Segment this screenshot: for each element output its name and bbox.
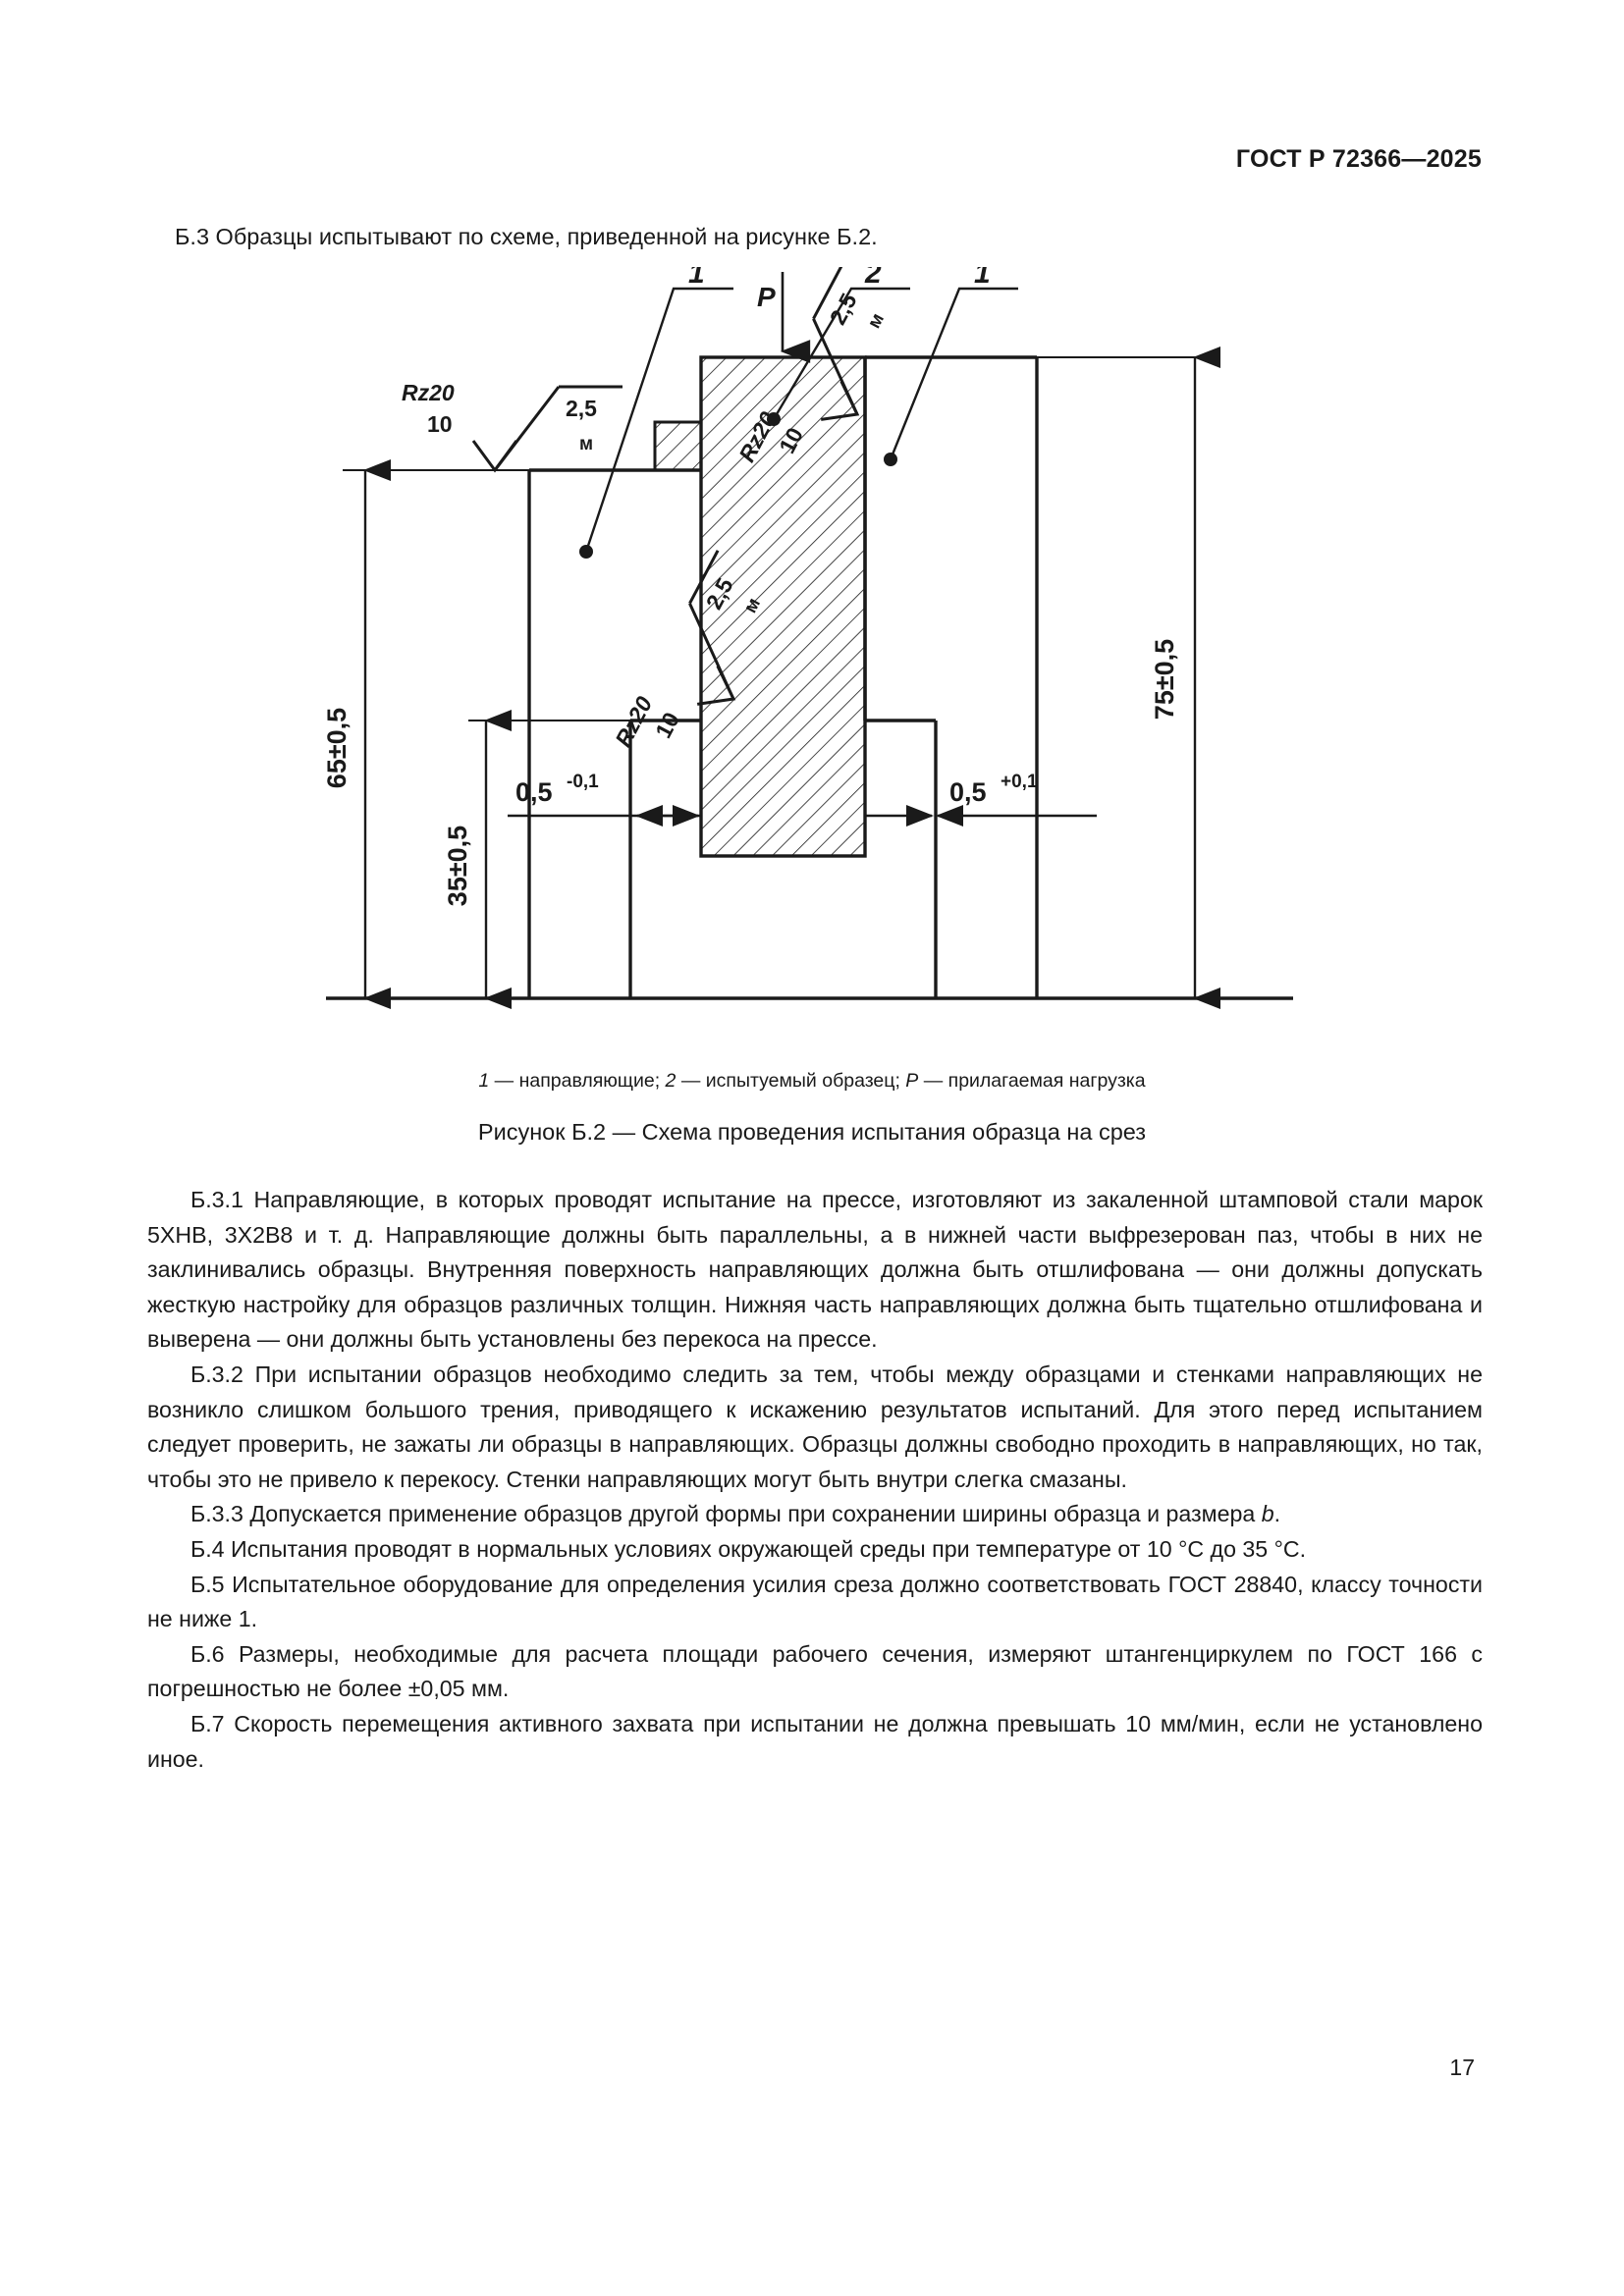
legend-num-p: P bbox=[905, 1070, 919, 1092]
roughness-value-bottom: 10 bbox=[650, 708, 684, 742]
callout-label-1-left: 1 bbox=[688, 267, 705, 290]
dimension-label-75: 75±0,5 bbox=[1150, 639, 1179, 720]
dimension-label-65: 65±0,5 bbox=[322, 708, 352, 788]
page-number: 17 bbox=[1449, 2055, 1475, 2080]
dimension-label-35: 35±0,5 bbox=[443, 826, 472, 906]
figure-b2: P 1 2 1 Rz20 bbox=[0, 267, 1624, 1072]
gap-left-tolerance: -0,1 bbox=[567, 772, 599, 792]
paragraph-b5: Б.5 Испытательное оборудование для опред… bbox=[147, 1571, 1483, 1632]
paragraph-b7: Б.7 Скорость перемещения активного захва… bbox=[147, 1710, 1483, 1772]
body-content: Б.3.1 Направляющие, в которых проводят и… bbox=[147, 1183, 1483, 1777]
legend-num-2: 2 bbox=[665, 1070, 677, 1092]
legend-text-2: — испытуемый образец; bbox=[676, 1070, 906, 1092]
legend-text-1: — направляющие; bbox=[489, 1070, 666, 1092]
paragraph-b33-pre: Б.3.3 Допускается применение образцов др… bbox=[190, 1501, 1262, 1527]
paragraph-b33-post: . bbox=[1273, 1501, 1281, 1527]
roughness-value-top-left: 10 bbox=[427, 411, 453, 437]
roughness-rz-top-left: Rz20 bbox=[402, 380, 455, 405]
standard-number-header: ГОСТ Р 72366—2025 bbox=[1235, 145, 1482, 173]
paragraph-b33-symbol: b bbox=[1261, 1501, 1274, 1527]
dimension-gaps bbox=[508, 777, 1097, 856]
roughness-alt-top-left: 2,5 bbox=[566, 396, 597, 421]
gap-right-base: 0,5 bbox=[949, 777, 987, 807]
figure-legend: 1 — направляющие; 2 — испытуемый образец… bbox=[0, 1070, 1624, 1093]
paragraph-b6: Б.6 Размеры, необходимые для расчета пло… bbox=[147, 1640, 1483, 1702]
callout-leader-left-guide bbox=[579, 287, 733, 559]
callout-leader-right-guide bbox=[884, 287, 1018, 466]
roughness-unit-top-right: м bbox=[864, 310, 889, 332]
dimension-label-gap-right: 0,5 +0,1 bbox=[949, 772, 1038, 807]
callout-label-2: 2 bbox=[864, 267, 882, 290]
roughness-symbol-top-left: Rz20 10 2,5 м bbox=[402, 380, 623, 473]
figure-caption: Рисунок Б.2 — Схема проведения испытания… bbox=[477, 1119, 1147, 1145]
shear-test-schematic: P 1 2 1 Rz20 bbox=[322, 267, 1293, 1009]
dimension-left-height bbox=[343, 459, 535, 1009]
callout-leader-specimen bbox=[767, 287, 910, 426]
paragraph-b33: Б.3.3 Допускается применение образцов др… bbox=[147, 1497, 1483, 1532]
legend-text-3: — прилагаемая нагрузка bbox=[918, 1070, 1146, 1092]
gap-right-tolerance: +0,1 bbox=[1001, 772, 1038, 792]
dimension-inner-height bbox=[468, 710, 637, 1009]
gap-left-base: 0,5 bbox=[515, 777, 553, 807]
specimen-bar bbox=[699, 355, 867, 858]
dimension-label-gap-left: 0,5 -0,1 bbox=[515, 772, 599, 807]
paragraph-b32: Б.3.2 При испытании образцов необходимо … bbox=[147, 1361, 1483, 1492]
paragraph-b4: Б.4 Испытания проводят в нормальных усло… bbox=[190, 1535, 1307, 1562]
callout-label-1-right: 1 bbox=[974, 267, 991, 290]
right-guide bbox=[863, 355, 1039, 998]
left-guide bbox=[527, 420, 703, 998]
dimension-right-height bbox=[1032, 347, 1220, 1009]
callout-label-p: P bbox=[757, 282, 776, 312]
paragraph-b31: Б.3.1 Направляющие, в которых проводят и… bbox=[147, 1187, 1483, 1353]
roughness-unit-top-left: м bbox=[579, 434, 593, 454]
legend-num-1: 1 bbox=[478, 1070, 490, 1092]
intro-paragraph: Б.3 Образцы испытывают по схеме, приведе… bbox=[175, 224, 878, 249]
